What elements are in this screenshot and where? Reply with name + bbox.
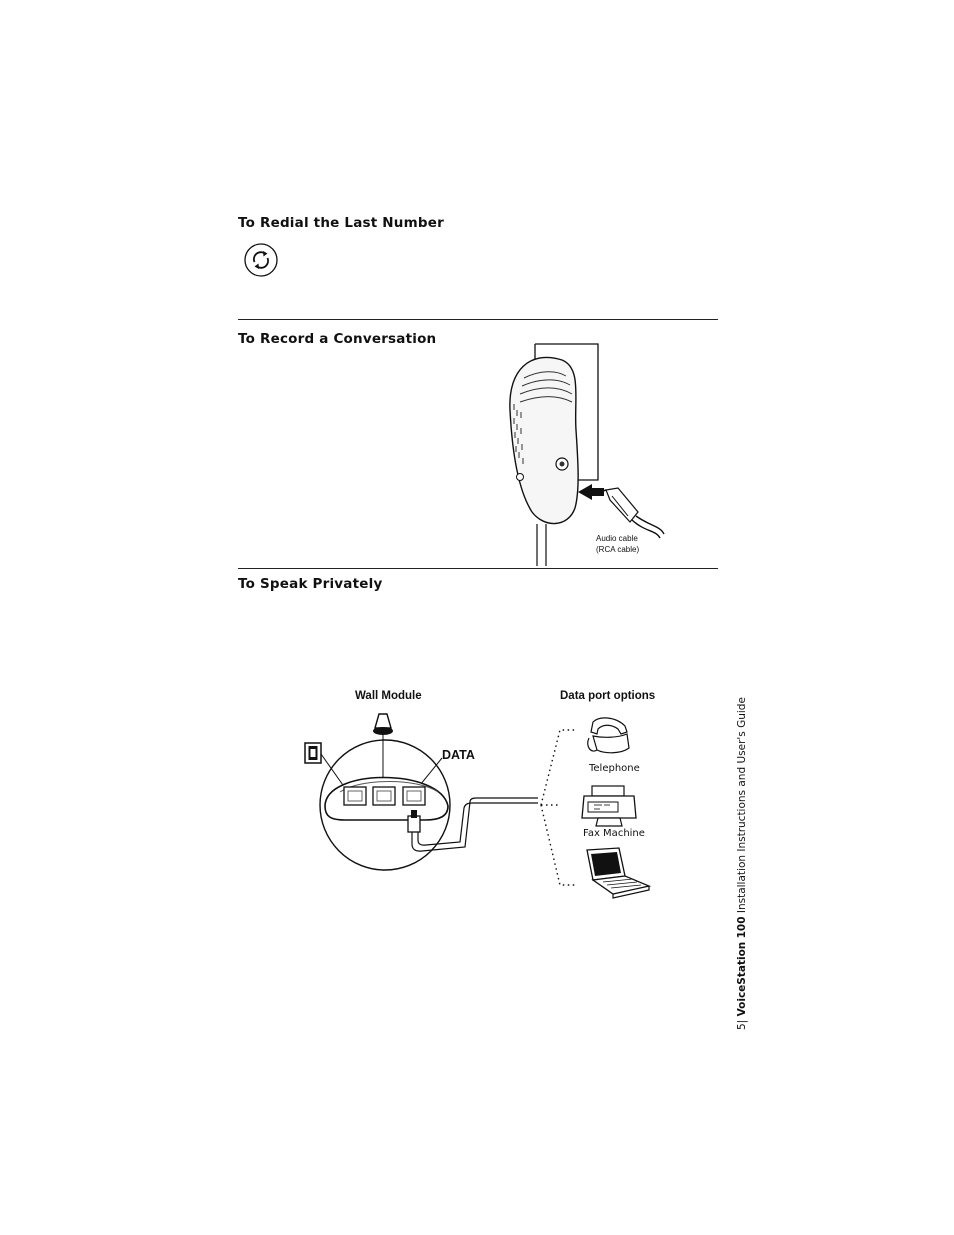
audio-cable-illustration bbox=[509, 343, 665, 566]
data-jack-label: DATA bbox=[442, 748, 475, 762]
heading-redial: To Redial the Last Number bbox=[238, 215, 444, 231]
product-name: VoiceStation bbox=[736, 941, 748, 1017]
data-port-bracket bbox=[540, 729, 576, 886]
page-footer: 5| VoiceStation 100 Installation Instruc… bbox=[736, 697, 748, 1030]
product-model: 100 bbox=[736, 916, 748, 939]
heading-private: To Speak Privately bbox=[238, 576, 383, 592]
data-port-label: Data port options bbox=[560, 690, 656, 702]
redial-icon bbox=[244, 243, 278, 277]
telephone-icon bbox=[587, 717, 630, 754]
wall-module-diagram bbox=[304, 713, 538, 871]
option-telephone-label: Telephone bbox=[589, 763, 640, 774]
fax-machine-icon bbox=[581, 785, 637, 827]
wall-module-label: Wall Module bbox=[355, 690, 422, 702]
cable-label-line-1: Audio cable bbox=[596, 534, 638, 543]
cable-label-line-2: (RCA cable) bbox=[596, 545, 640, 554]
laptop-icon bbox=[586, 847, 652, 899]
section-divider bbox=[238, 319, 718, 320]
doc-title: Installation Instructions and User's Gui… bbox=[736, 697, 748, 917]
section-divider bbox=[238, 568, 718, 569]
option-fax-label: Fax Machine bbox=[583, 828, 645, 839]
heading-record: To Record a Conversation bbox=[238, 331, 437, 347]
page-number: 5 bbox=[736, 1023, 748, 1030]
